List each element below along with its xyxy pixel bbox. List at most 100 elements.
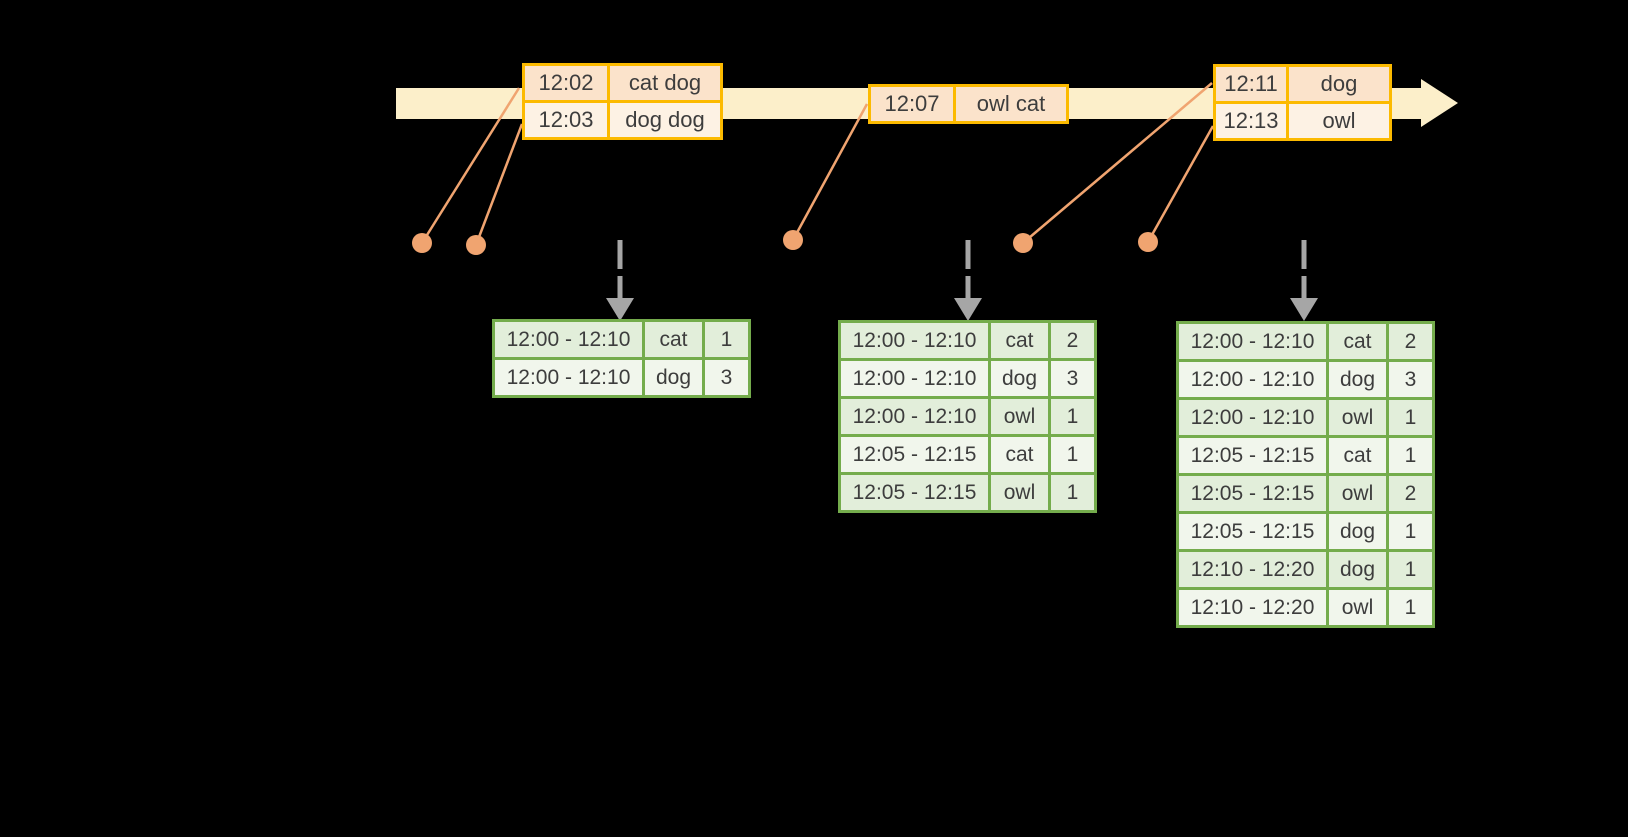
event-words-cell: dog bbox=[1286, 64, 1392, 104]
connector-line bbox=[474, 123, 524, 246]
word-cell: dog bbox=[1326, 511, 1389, 552]
word-cell: cat bbox=[988, 320, 1051, 361]
event-words-cell: owl cat bbox=[953, 84, 1069, 124]
window-cell: 12:05 - 12:15 bbox=[1176, 473, 1329, 514]
connector-line bbox=[1022, 82, 1213, 244]
event-time-cell: 12:02 bbox=[522, 63, 610, 103]
word-cell: dog bbox=[988, 358, 1051, 399]
event-words-cell: cat dog bbox=[607, 63, 723, 103]
count-cell: 1 bbox=[1048, 472, 1097, 513]
trigger-arrowhead-icon bbox=[606, 298, 634, 321]
timeline-arrowhead-icon bbox=[1421, 79, 1458, 127]
word-cell: dog bbox=[1326, 359, 1389, 400]
window-cell: 12:00 - 12:10 bbox=[838, 358, 991, 399]
trigger-arrow bbox=[1290, 240, 1318, 321]
event-time-cell: 12:07 bbox=[868, 84, 956, 124]
window-cell: 12:00 - 12:10 bbox=[1176, 397, 1329, 438]
result-table-2: 12:00 - 12:10 cat 2 12:00 - 12:10 dog 3 … bbox=[838, 320, 1097, 513]
result-row: 12:05 - 12:15 cat 1 bbox=[1176, 435, 1435, 476]
event-row: 12:13 owl bbox=[1213, 101, 1392, 141]
connector-line bbox=[1146, 125, 1215, 243]
result-row: 12:00 - 12:10 cat 2 bbox=[1176, 321, 1435, 362]
word-cell: cat bbox=[988, 434, 1051, 475]
event-row: 12:07 owl cat bbox=[868, 84, 1069, 124]
count-cell: 1 bbox=[1386, 397, 1435, 438]
result-row: 12:00 - 12:10 cat 2 bbox=[838, 320, 1097, 361]
event-words-cell: dog dog bbox=[607, 100, 723, 140]
window-cell: 12:05 - 12:15 bbox=[1176, 435, 1329, 476]
event-row: 12:03 dog dog bbox=[522, 100, 723, 140]
result-table-1: 12:00 - 12:10 cat 1 12:00 - 12:10 dog 3 bbox=[492, 319, 751, 398]
trigger-arrowhead-icon bbox=[954, 298, 982, 321]
trigger-arrow bbox=[606, 240, 634, 321]
count-cell: 2 bbox=[1386, 473, 1435, 514]
result-row: 12:05 - 12:15 dog 1 bbox=[1176, 511, 1435, 552]
event-dot-icon bbox=[1013, 233, 1033, 253]
result-row: 12:05 - 12:15 cat 1 bbox=[838, 434, 1097, 475]
word-cell: dog bbox=[1326, 549, 1389, 590]
result-row: 12:10 - 12:20 dog 1 bbox=[1176, 549, 1435, 590]
event-table-1: 12:02 cat dog 12:03 dog dog bbox=[522, 63, 723, 140]
count-cell: 3 bbox=[1386, 359, 1435, 400]
count-cell: 3 bbox=[1048, 358, 1097, 399]
count-cell: 1 bbox=[1386, 511, 1435, 552]
window-cell: 12:10 - 12:20 bbox=[1176, 587, 1329, 628]
event-row: 12:11 dog bbox=[1213, 64, 1392, 104]
trigger-arrow bbox=[954, 240, 982, 321]
result-row: 12:05 - 12:15 owl 2 bbox=[1176, 473, 1435, 514]
event-dot-icon bbox=[1138, 232, 1158, 252]
result-row: 12:00 - 12:10 dog 3 bbox=[492, 357, 751, 398]
result-row: 12:00 - 12:10 cat 1 bbox=[492, 319, 751, 360]
word-cell: cat bbox=[1326, 321, 1389, 362]
event-time-cell: 12:11 bbox=[1213, 64, 1289, 104]
event-row: 12:02 cat dog bbox=[522, 63, 723, 103]
word-cell: owl bbox=[988, 396, 1051, 437]
event-table-2: 12:07 owl cat bbox=[868, 84, 1069, 124]
window-cell: 12:00 - 12:10 bbox=[492, 357, 645, 398]
result-row: 12:00 - 12:10 owl 1 bbox=[838, 396, 1097, 437]
count-cell: 1 bbox=[1386, 549, 1435, 590]
result-row: 12:10 - 12:20 owl 1 bbox=[1176, 587, 1435, 628]
event-words-cell: owl bbox=[1286, 101, 1392, 141]
count-cell: 1 bbox=[1386, 587, 1435, 628]
word-cell: owl bbox=[1326, 397, 1389, 438]
event-table-3: 12:11 dog 12:13 owl bbox=[1213, 64, 1392, 141]
event-dot-icon bbox=[466, 235, 486, 255]
result-row: 12:00 - 12:10 dog 3 bbox=[838, 358, 1097, 399]
event-time-cell: 12:13 bbox=[1213, 101, 1289, 141]
count-cell: 1 bbox=[1386, 435, 1435, 476]
event-connectors bbox=[412, 82, 1215, 255]
count-cell: 2 bbox=[1386, 321, 1435, 362]
word-cell: owl bbox=[1326, 473, 1389, 514]
window-cell: 12:00 - 12:10 bbox=[1176, 359, 1329, 400]
word-cell: dog bbox=[642, 357, 705, 398]
word-cell: cat bbox=[1326, 435, 1389, 476]
count-cell: 3 bbox=[702, 357, 751, 398]
word-cell: cat bbox=[642, 319, 705, 360]
window-cell: 12:00 - 12:10 bbox=[492, 319, 645, 360]
result-row: 12:00 - 12:10 dog 3 bbox=[1176, 359, 1435, 400]
word-cell: owl bbox=[988, 472, 1051, 513]
window-cell: 12:00 - 12:10 bbox=[1176, 321, 1329, 362]
trigger-arrowhead-icon bbox=[1290, 298, 1318, 321]
window-cell: 12:00 - 12:10 bbox=[838, 396, 991, 437]
connector-line bbox=[791, 103, 869, 241]
count-cell: 1 bbox=[702, 319, 751, 360]
count-cell: 2 bbox=[1048, 320, 1097, 361]
word-cell: owl bbox=[1326, 587, 1389, 628]
window-cell: 12:05 - 12:15 bbox=[838, 434, 991, 475]
event-dot-icon bbox=[783, 230, 803, 250]
result-table-3: 12:00 - 12:10 cat 2 12:00 - 12:10 dog 3 … bbox=[1176, 321, 1435, 628]
result-row: 12:00 - 12:10 owl 1 bbox=[1176, 397, 1435, 438]
count-cell: 1 bbox=[1048, 396, 1097, 437]
event-dot-icon bbox=[412, 233, 432, 253]
window-cell: 12:05 - 12:15 bbox=[1176, 511, 1329, 552]
count-cell: 1 bbox=[1048, 434, 1097, 475]
window-cell: 12:05 - 12:15 bbox=[838, 472, 991, 513]
window-cell: 12:10 - 12:20 bbox=[1176, 549, 1329, 590]
result-row: 12:05 - 12:15 owl 1 bbox=[838, 472, 1097, 513]
window-cell: 12:00 - 12:10 bbox=[838, 320, 991, 361]
event-time-cell: 12:03 bbox=[522, 100, 610, 140]
